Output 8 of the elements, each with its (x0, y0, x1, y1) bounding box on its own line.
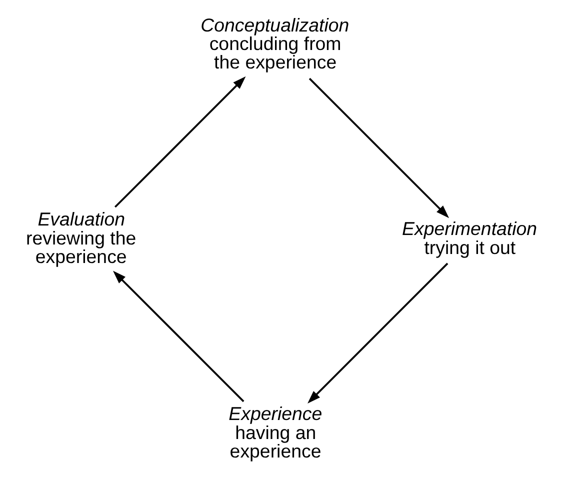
arrow (308, 78, 450, 218)
node-text: Experimentation trying it out (402, 218, 538, 258)
node-text: Evaluation reviewing the experience (26, 208, 136, 268)
node-text: Experience having an experience (228, 403, 322, 462)
node-text: Conceptualization concluding from the experience (200, 14, 350, 73)
arrow (112, 270, 244, 402)
arrow (114, 76, 246, 208)
arrow (308, 262, 448, 404)
